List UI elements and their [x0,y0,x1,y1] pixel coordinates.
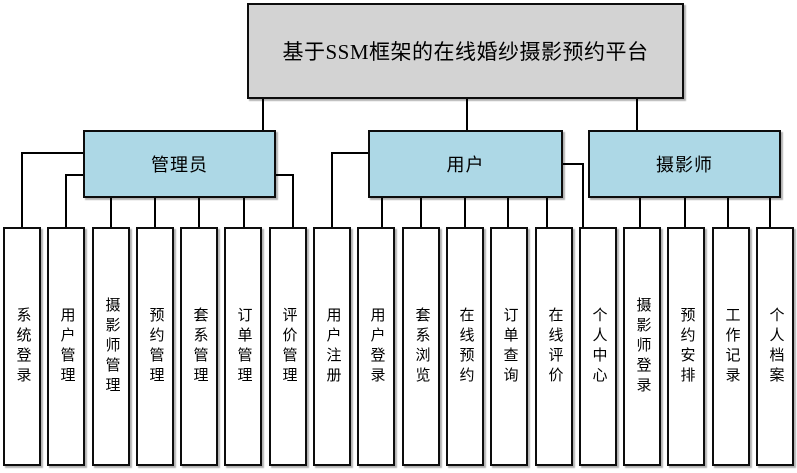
leaf-personal-center: 个人中心 [579,227,617,466]
leaf-label: 在线评价 [546,306,563,387]
leaf-package-browse: 套系浏览 [402,227,440,466]
leaf-label: 评价管理 [280,306,297,387]
leaf-label: 套系管理 [191,306,208,387]
leaf-personal-archive: 个人档案 [756,227,794,466]
branch-node-user: 用户 [368,130,563,198]
branch-user-label: 用户 [446,155,485,175]
leaf-label: 用户管理 [58,306,75,387]
leaf-label: 预约安排 [678,306,695,387]
leaf-package-management: 套系管理 [180,227,218,466]
leaf-label: 订单查询 [501,306,518,387]
leaf-user-register: 用户注册 [313,227,351,466]
leaf-order-query: 订单查询 [490,227,528,466]
leaf-label: 用户登录 [368,306,385,387]
leaf-order-management: 订单管理 [224,227,262,466]
leaf-label: 预约管理 [147,306,164,387]
leaf-booking-management: 预约管理 [136,227,174,466]
leaf-label: 摄影师登录 [634,296,651,397]
leaf-label: 订单管理 [235,306,252,387]
leaf-user-login: 用户登录 [357,227,395,466]
leaf-online-booking: 在线预约 [446,227,484,466]
branch-node-admin: 管理员 [83,130,276,198]
root-title-label: 基于SSM框架的在线婚纱摄影预约平台 [282,40,649,64]
leaf-label: 摄影师管理 [103,296,120,397]
root-node-title: 基于SSM框架的在线婚纱摄影预约平台 [247,3,684,99]
photographer-connectors [639,196,771,229]
leaf-label: 个人中心 [590,306,607,387]
leaf-work-record: 工作记录 [712,227,750,466]
leaf-system-login: 系统登录 [3,227,41,466]
admin-connectors [21,152,294,229]
root-connectors [262,97,638,132]
leaf-label: 个人档案 [767,306,784,387]
leaf-review-management: 评价管理 [269,227,307,466]
leaf-label: 在线预约 [457,306,474,387]
branch-admin-label: 管理员 [151,155,208,175]
branch-node-photographer: 摄影师 [588,130,781,198]
leaf-booking-schedule: 预约安排 [667,227,705,466]
leaf-photographer-login: 摄影师登录 [623,227,661,466]
leaf-label: 用户注册 [324,306,341,387]
leaf-user-management: 用户管理 [47,227,85,466]
user-connectors [331,152,584,229]
leaf-photographer-management: 摄影师管理 [92,227,130,466]
leaf-label: 工作记录 [723,306,740,387]
leaf-online-review: 在线评价 [535,227,573,466]
branch-photographer-label: 摄影师 [656,155,713,175]
leaf-label: 套系浏览 [413,306,430,387]
leaf-label: 系统登录 [14,306,31,387]
